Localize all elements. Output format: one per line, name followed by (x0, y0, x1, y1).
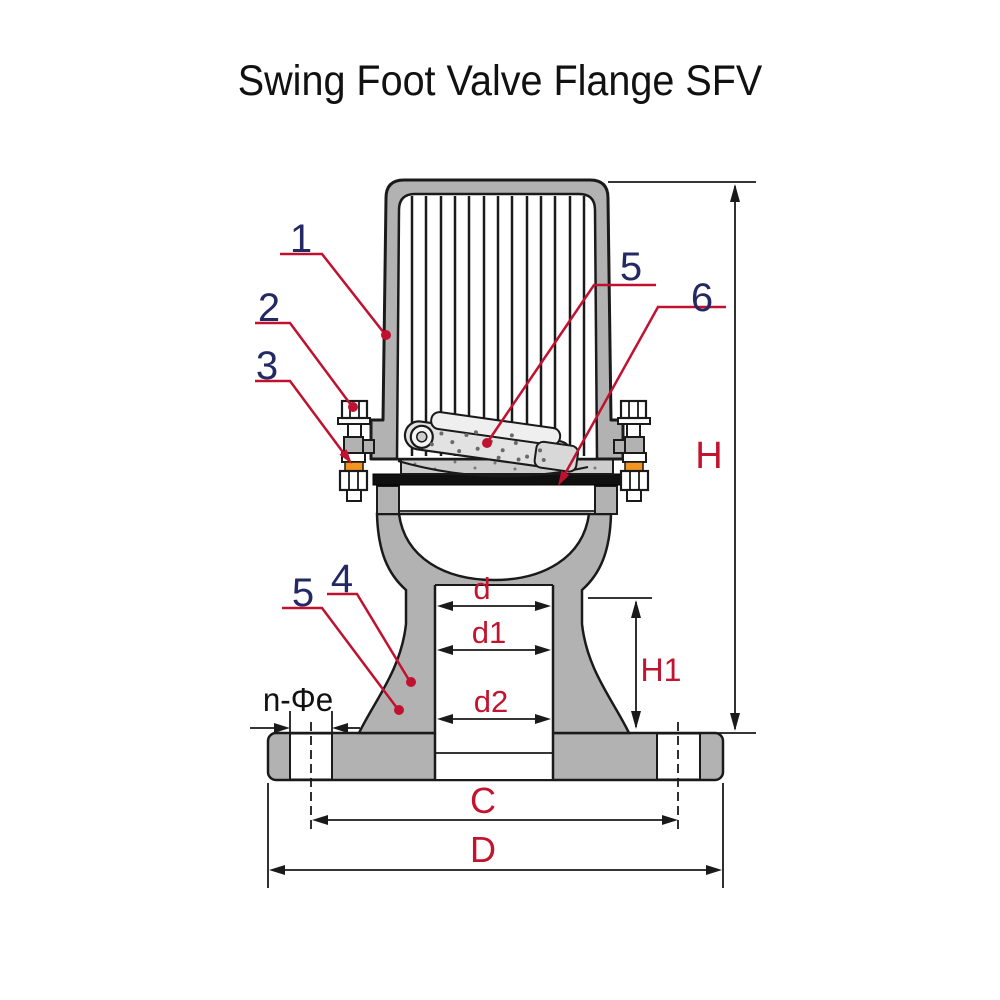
bonnet-ring (376, 485, 618, 515)
label-d1: d1 (472, 615, 506, 650)
label-H: H (695, 435, 722, 477)
leader-5-bottom-dot (394, 705, 404, 715)
dimension-d1: d1 (437, 615, 551, 655)
label-d2: d2 (474, 684, 508, 719)
dimension-bolt-holes: n-Φe (250, 681, 360, 733)
page-title: Swing Foot Valve Flange SFV (238, 56, 763, 104)
dimension-C: C (312, 780, 678, 825)
label-n-phi-e: n-Φe (263, 681, 333, 718)
bolt-assembly-right (613, 399, 651, 502)
label-D: D (470, 829, 496, 870)
strainer-cage (369, 178, 625, 461)
label-d: d (473, 571, 490, 606)
leader-6-arrowhead (558, 470, 570, 486)
bolt-seal-right (624, 461, 644, 472)
leader-6 (559, 305, 726, 482)
leader-2 (255, 321, 353, 406)
dimension-D: D (269, 829, 722, 875)
dimension-H: H (695, 184, 740, 731)
bowl-interior (397, 512, 591, 582)
leader-5-bottom (282, 606, 398, 709)
bore-channel (436, 585, 552, 779)
leader-5-top-dot (482, 438, 492, 448)
cage-ribs (410, 196, 586, 456)
extension-lines (267, 181, 756, 888)
dimension-lines: H H1 d d1 d2 (250, 184, 740, 875)
leader-4 (327, 592, 411, 681)
dimension-d: d (437, 571, 551, 611)
callout-5-bottom: 5 (292, 571, 314, 615)
leader-2-dot (348, 402, 358, 412)
callout-1: 1 (290, 217, 312, 261)
callout-numbers: 1 2 3 5 6 4 5 (256, 217, 713, 615)
label-C: C (470, 780, 496, 821)
leader-5-top (487, 283, 656, 441)
dimension-d2: d2 (437, 684, 551, 724)
leader-3-arrowhead (339, 449, 352, 464)
callout-3: 3 (256, 344, 278, 388)
title-text: Swing Foot Valve Flange SFV (238, 56, 763, 104)
leader-1-dot (381, 330, 391, 340)
callout-leaders (255, 252, 726, 715)
callout-2: 2 (258, 286, 280, 330)
leader-3 (255, 379, 350, 460)
leader-1 (280, 252, 385, 334)
callout-6: 6 (691, 276, 713, 320)
callout-4: 4 (331, 557, 353, 601)
label-H1: H1 (641, 652, 682, 688)
dimension-H1: H1 (631, 600, 681, 729)
valve-body (357, 512, 631, 779)
callout-5-top: 5 (620, 245, 642, 289)
bolt-seal-left (344, 461, 364, 472)
leader-4-dot (406, 677, 416, 687)
